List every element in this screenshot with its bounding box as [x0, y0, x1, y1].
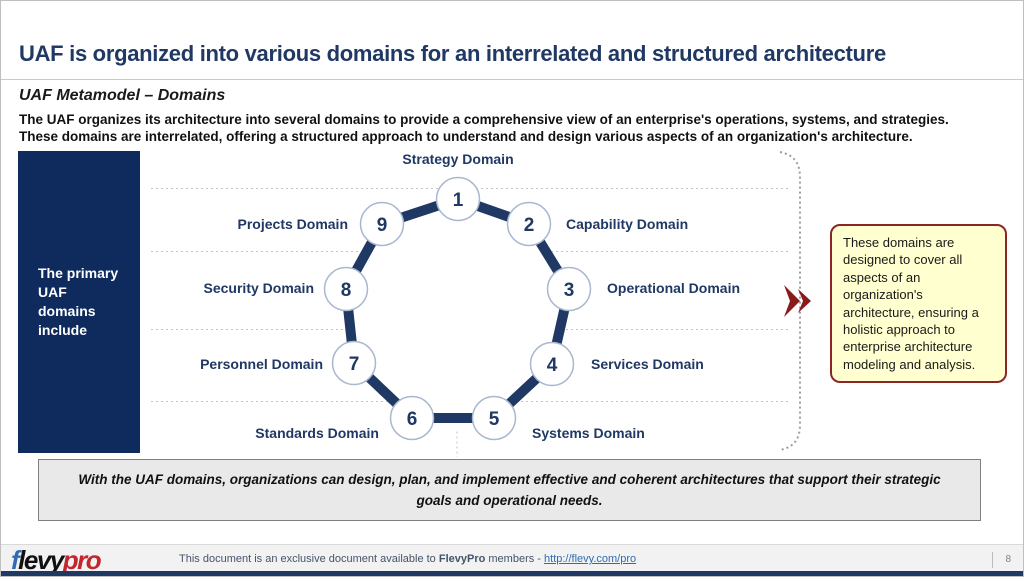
svg-text:6: 6 [407, 409, 418, 430]
flevypro-logo: flevypro [11, 545, 102, 576]
node-3: 3 [546, 266, 592, 312]
page-number-area: 8 [992, 551, 1011, 568]
logo-part-levy: levy [18, 545, 64, 575]
node-9: 9 [359, 201, 405, 247]
domain-ring [341, 194, 574, 423]
node-5: 5 [471, 395, 517, 441]
intro-line-1: The UAF organizes its architecture into … [19, 112, 949, 127]
dotted-separator-lines [151, 188, 789, 457]
slide-subtitle: UAF Metamodel – Domains [19, 87, 226, 104]
footer-notice-prefix: This document is an exclusive document a… [179, 553, 439, 565]
takeaway-text: With the UAF domains, organizations can … [78, 472, 941, 508]
node-8: 8 [323, 266, 369, 312]
label-operational-domain: Operational Domain [607, 280, 741, 296]
node-1: 1 [435, 176, 481, 222]
logo-part-pro: pro [62, 545, 102, 575]
svg-text:3: 3 [564, 280, 575, 301]
node-6: 6 [389, 395, 435, 441]
primary-domains-panel: The primary UAF domains include [18, 151, 140, 453]
svg-text:1: 1 [453, 190, 464, 211]
label-security-domain: Security Domain [203, 280, 314, 296]
label-standards-domain: Standards Domain [255, 425, 379, 441]
label-projects-domain: Projects Domain [237, 216, 348, 232]
svg-text:8: 8 [341, 280, 352, 301]
label-capability-domain: Capability Domain [566, 216, 689, 232]
double-chevron-icon [784, 285, 811, 317]
title-divider [1, 79, 1023, 80]
svg-text:5: 5 [489, 409, 500, 430]
footer-bar: flevypro This document is an exclusive d… [1, 544, 1023, 576]
label-systems-domain: Systems Domain [532, 425, 645, 441]
label-personnel-domain: Personnel Domain [200, 356, 323, 372]
intro-paragraph: The UAF organizes its architecture into … [19, 111, 1014, 145]
node-2: 2 [506, 201, 552, 247]
bottom-accent-bar [1, 571, 1023, 576]
node-7: 7 [331, 340, 377, 386]
node-4: 4 [529, 341, 575, 387]
svg-text:4: 4 [547, 355, 558, 376]
domain-nodes: 1 2 3 4 5 6 7 [323, 176, 592, 441]
footer-notice-brand: FlevyPro [438, 553, 486, 565]
label-services-domain: Services Domain [591, 356, 704, 372]
page-number-divider [992, 551, 994, 568]
svg-text:7: 7 [349, 354, 360, 375]
svg-text:2: 2 [524, 215, 535, 236]
page-number: 8 [1005, 554, 1011, 565]
page-title: UAF is organized into various domains fo… [19, 41, 886, 66]
intro-line-2: These domains are interrelated, offering… [19, 129, 913, 144]
callout-box: These domains are designed to cover all … [830, 224, 1007, 384]
takeaway-box: With the UAF domains, organizations can … [38, 459, 981, 521]
logo-part-f: f [11, 545, 20, 575]
primary-domains-label: The primary UAF domains include [38, 265, 119, 338]
footer-notice: This document is an exclusive document a… [179, 553, 636, 565]
label-strategy-domain: Strategy Domain [402, 151, 514, 167]
footer-notice-mid: members - [485, 553, 545, 565]
svg-text:9: 9 [377, 215, 388, 236]
dotted-brace [779, 151, 801, 451]
flevy-pro-link[interactable]: http://flevy.com/pro [544, 553, 637, 565]
